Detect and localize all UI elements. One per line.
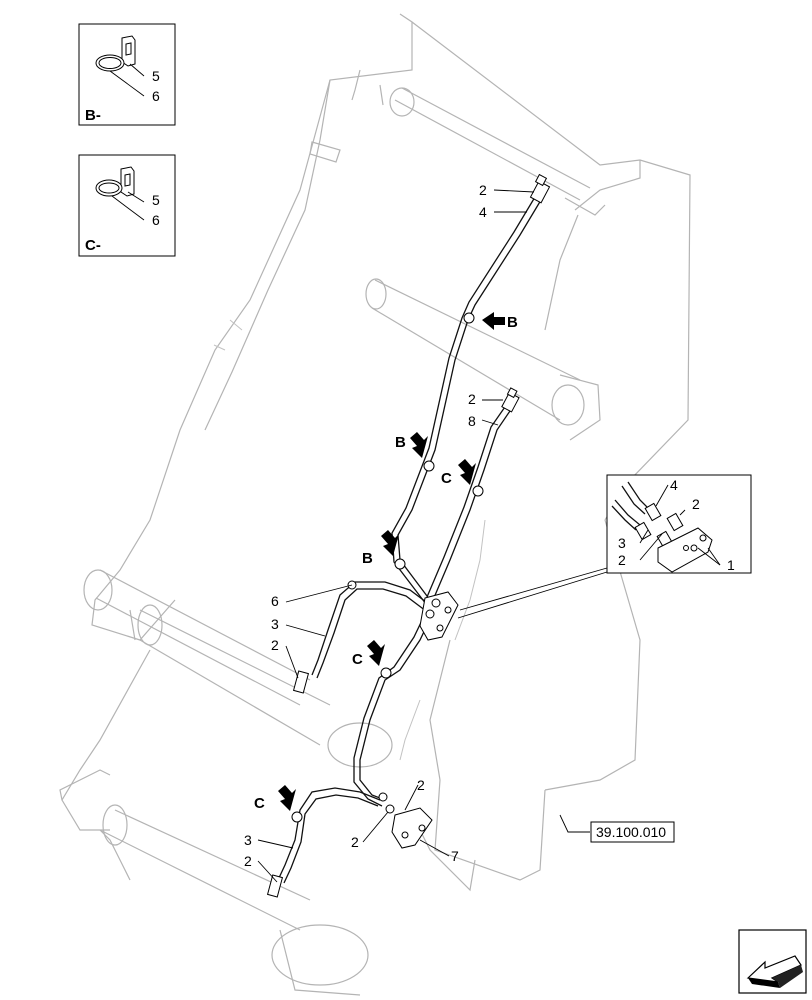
view-marker-b-top: B (507, 314, 518, 331)
clamp-c-low (380, 667, 392, 679)
view-marker-c-mid: C (441, 470, 452, 487)
callout-4-top: 4 (479, 204, 487, 220)
top-fitting (529, 180, 551, 204)
detail-c-label-5: 5 (152, 192, 160, 208)
detail-b-label-6: 6 (152, 88, 160, 104)
inset-detail: 4 2 3 2 1 (457, 474, 752, 619)
inset-label-2-bottom: 2 (618, 552, 626, 568)
reference-box[interactable]: 39.100.010 (590, 821, 675, 843)
detail-c-title: C- (85, 237, 101, 254)
detail-b-title: B- (85, 107, 101, 124)
view-arrow-icon: B (482, 312, 518, 331)
clamp-b-top (463, 312, 475, 324)
callout-labels: 2 4 2 8 6 3 2 2 2 7 3 2 (244, 182, 487, 869)
callout-2-mid: 2 (468, 391, 476, 407)
clamp-b-low (394, 558, 406, 570)
callout-6-left: 6 (271, 593, 279, 609)
callout-leaders (257, 189, 590, 883)
detail-box-c: 5 6 C- (78, 154, 176, 257)
view-arrow-icon: C (254, 785, 296, 812)
reference-number[interactable]: 39.100.010 (596, 824, 666, 840)
upper-manifold (419, 591, 459, 641)
view-arrow-icon: B (362, 530, 399, 567)
bottom-end-fitting (266, 874, 284, 898)
boom-frame-outline (59, 13, 691, 996)
view-arrow-icon: C (352, 640, 385, 668)
clamp-ring-icon (95, 54, 125, 72)
detail-b-label-5: 5 (152, 68, 160, 84)
inset-label-1: 1 (727, 557, 735, 573)
view-marker-c-low: C (352, 651, 363, 668)
clamp-ring-icon (95, 179, 123, 197)
callout-2-bottom-c: 2 (244, 853, 252, 869)
clamp-b-mid (423, 460, 435, 472)
inset-label-4: 4 (670, 477, 678, 493)
lower-manifold (391, 807, 433, 849)
callout-7-bottom: 7 (451, 848, 459, 864)
clamp-c-mid (472, 485, 484, 497)
view-markers: B B C B C C (254, 312, 518, 812)
callout-3-left: 3 (271, 616, 279, 632)
callout-2-bottom-a: 2 (417, 777, 425, 793)
view-marker-b-mid: B (395, 434, 406, 451)
clip-bracket-icon (120, 166, 135, 197)
callout-2-left: 2 (271, 637, 279, 653)
view-marker-b-low: B (362, 550, 373, 567)
fittings (266, 173, 551, 898)
callout-8-mid: 8 (468, 413, 476, 429)
inset-label-2-top: 2 (692, 496, 700, 512)
clamp-c-bottom (291, 811, 303, 823)
detail-box-b: 5 6 B- (78, 23, 176, 126)
nav-arrow-icon[interactable] (738, 929, 807, 994)
callout-2-bottom-b: 2 (351, 834, 359, 850)
inset-label-3: 3 (618, 535, 626, 551)
callout-3-bottom: 3 (244, 832, 252, 848)
view-arrow-icon: C (441, 459, 476, 487)
hose-lines (277, 196, 542, 884)
view-arrow-icon: B (395, 432, 428, 458)
detail-c-label-6: 6 (152, 212, 160, 228)
left-end-fitting (292, 670, 310, 694)
callout-2-top: 2 (479, 182, 487, 198)
view-marker-c-bottom: C (254, 795, 265, 812)
